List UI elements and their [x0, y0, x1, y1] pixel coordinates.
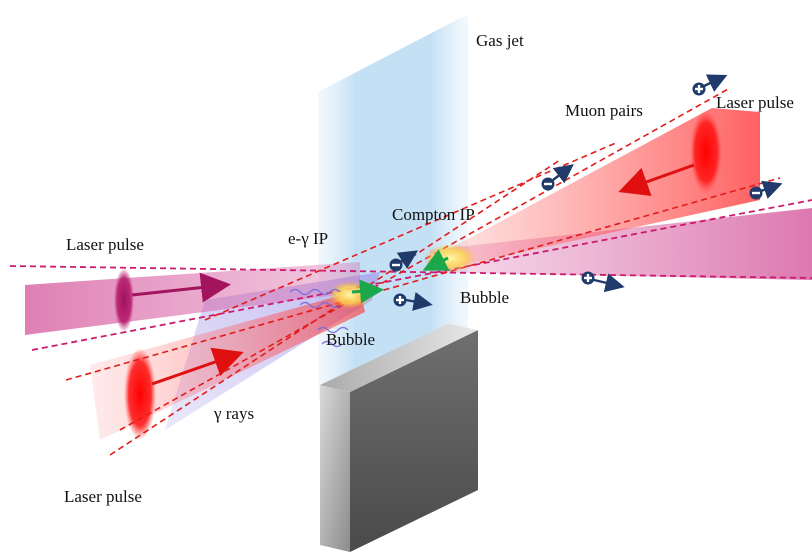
electron-arrow-compton	[422, 249, 450, 271]
label-laser-pulse-left: Laser pulse	[66, 235, 144, 254]
dashed-red-lines	[65, 87, 781, 456]
laser-pulse-spot-top-red	[690, 110, 722, 194]
bubble-left-glow	[328, 281, 372, 309]
muon-minus-icon	[389, 250, 419, 272]
pulse-arrow-left-pink	[131, 272, 231, 303]
dashed-magenta-lines	[9, 199, 812, 351]
muon-plus-icon	[692, 74, 728, 96]
muon-minus-icon	[749, 180, 783, 200]
electron-arrow-bubble-left	[351, 279, 384, 304]
laser-beam-left-pink	[25, 262, 360, 335]
pulse-arrow-bottom-red	[151, 347, 244, 386]
laser-beam-right-pink	[430, 208, 812, 280]
label-laser-pulse-bottom-left: Laser pulse	[64, 487, 142, 506]
pulse-arrow-top-red	[618, 163, 695, 197]
bubble-right-glow	[424, 244, 476, 272]
muon-plus-icon	[393, 291, 433, 311]
label-compton-ip: Compton IP	[392, 205, 475, 224]
laser-pulse-spot-left-pink	[114, 268, 134, 332]
label-bubble-left: Bubble	[326, 330, 376, 349]
label-muon-pairs: Muon pairs	[565, 101, 643, 120]
label-bubble-right: Bubble	[460, 288, 510, 307]
muon-minus-icon	[541, 164, 574, 191]
label-gamma-rays: γ rays	[214, 404, 255, 423]
label-e-gamma-ip: e-γ IP	[288, 229, 329, 248]
laser-pulse-spot-bottom-red	[124, 348, 156, 440]
muon-plus-icon	[581, 271, 625, 293]
target-block	[320, 324, 478, 552]
label-laser-pulse-top-right: Laser pulse	[716, 93, 794, 112]
label-gas-jet: Gas jet	[476, 31, 524, 50]
laser-beam-right-red	[425, 108, 760, 270]
photon-wavy-lines	[289, 288, 349, 348]
